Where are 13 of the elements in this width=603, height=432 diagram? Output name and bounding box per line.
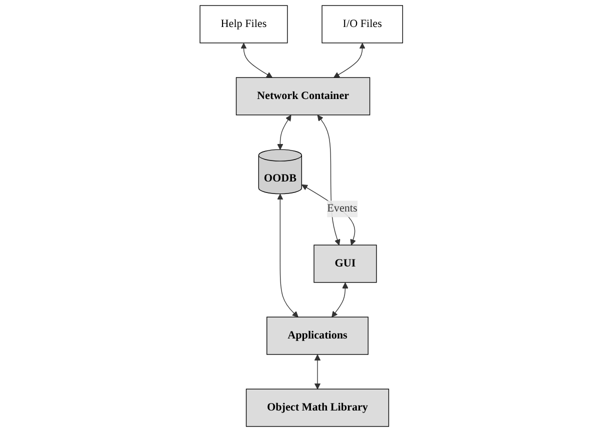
node-box: Applications (266, 316, 369, 355)
arrow (277, 194, 299, 318)
node-box: Network Container (236, 77, 370, 116)
node-box: Object Math Library (246, 388, 390, 427)
node-box: GUI (314, 244, 377, 283)
node-box: I/O Files (322, 5, 404, 44)
edge-label: Events (327, 202, 358, 214)
arrow (240, 42, 273, 78)
node-box: Help Files (200, 5, 288, 44)
arrow (277, 114, 292, 150)
arrow (332, 282, 348, 318)
arrow (334, 42, 366, 78)
arrow (314, 354, 321, 390)
